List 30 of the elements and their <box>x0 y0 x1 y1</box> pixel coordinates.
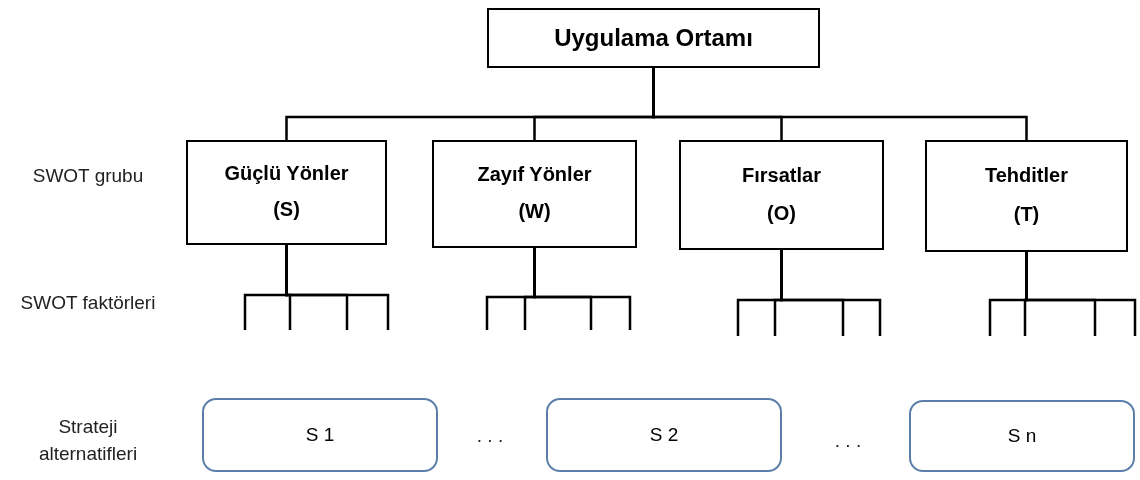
root-box <box>487 8 820 68</box>
group-label: Zayıf Yönler <box>477 163 592 186</box>
group-label: (S) <box>273 197 300 221</box>
strategy-label: S 2 <box>649 424 679 446</box>
group-box <box>925 140 1128 252</box>
strategy-label: S 1 <box>305 424 335 446</box>
ellipsis: . . . <box>833 429 863 453</box>
strategy-box <box>202 398 438 472</box>
group-box <box>186 140 387 245</box>
row-label: Strateji alternatifleri <box>37 415 139 466</box>
row-label: SWOT faktörleri <box>20 291 156 315</box>
group-label: (T) <box>1013 203 1040 226</box>
group-label: (O) <box>767 201 796 225</box>
group-box <box>432 140 637 248</box>
group-box <box>679 140 884 250</box>
row-label: SWOT grubu <box>31 164 145 188</box>
group-label: (W) <box>518 200 551 223</box>
factor-line <box>285 245 390 330</box>
connector-line <box>652 68 1028 140</box>
strategy-box <box>909 400 1135 472</box>
factor-line <box>1025 252 1137 336</box>
strategy-label: S n <box>1007 425 1037 447</box>
strategy-box <box>546 398 782 472</box>
group-label: Tehditler <box>985 164 1068 187</box>
factor-line <box>780 250 882 336</box>
root-title: Uygulama Ortamı <box>554 24 753 52</box>
factor-line <box>533 248 632 330</box>
group-label: Fırsatlar <box>742 163 821 187</box>
ellipsis: . . . <box>475 424 505 448</box>
group-label: Güçlü Yönler <box>224 162 349 186</box>
